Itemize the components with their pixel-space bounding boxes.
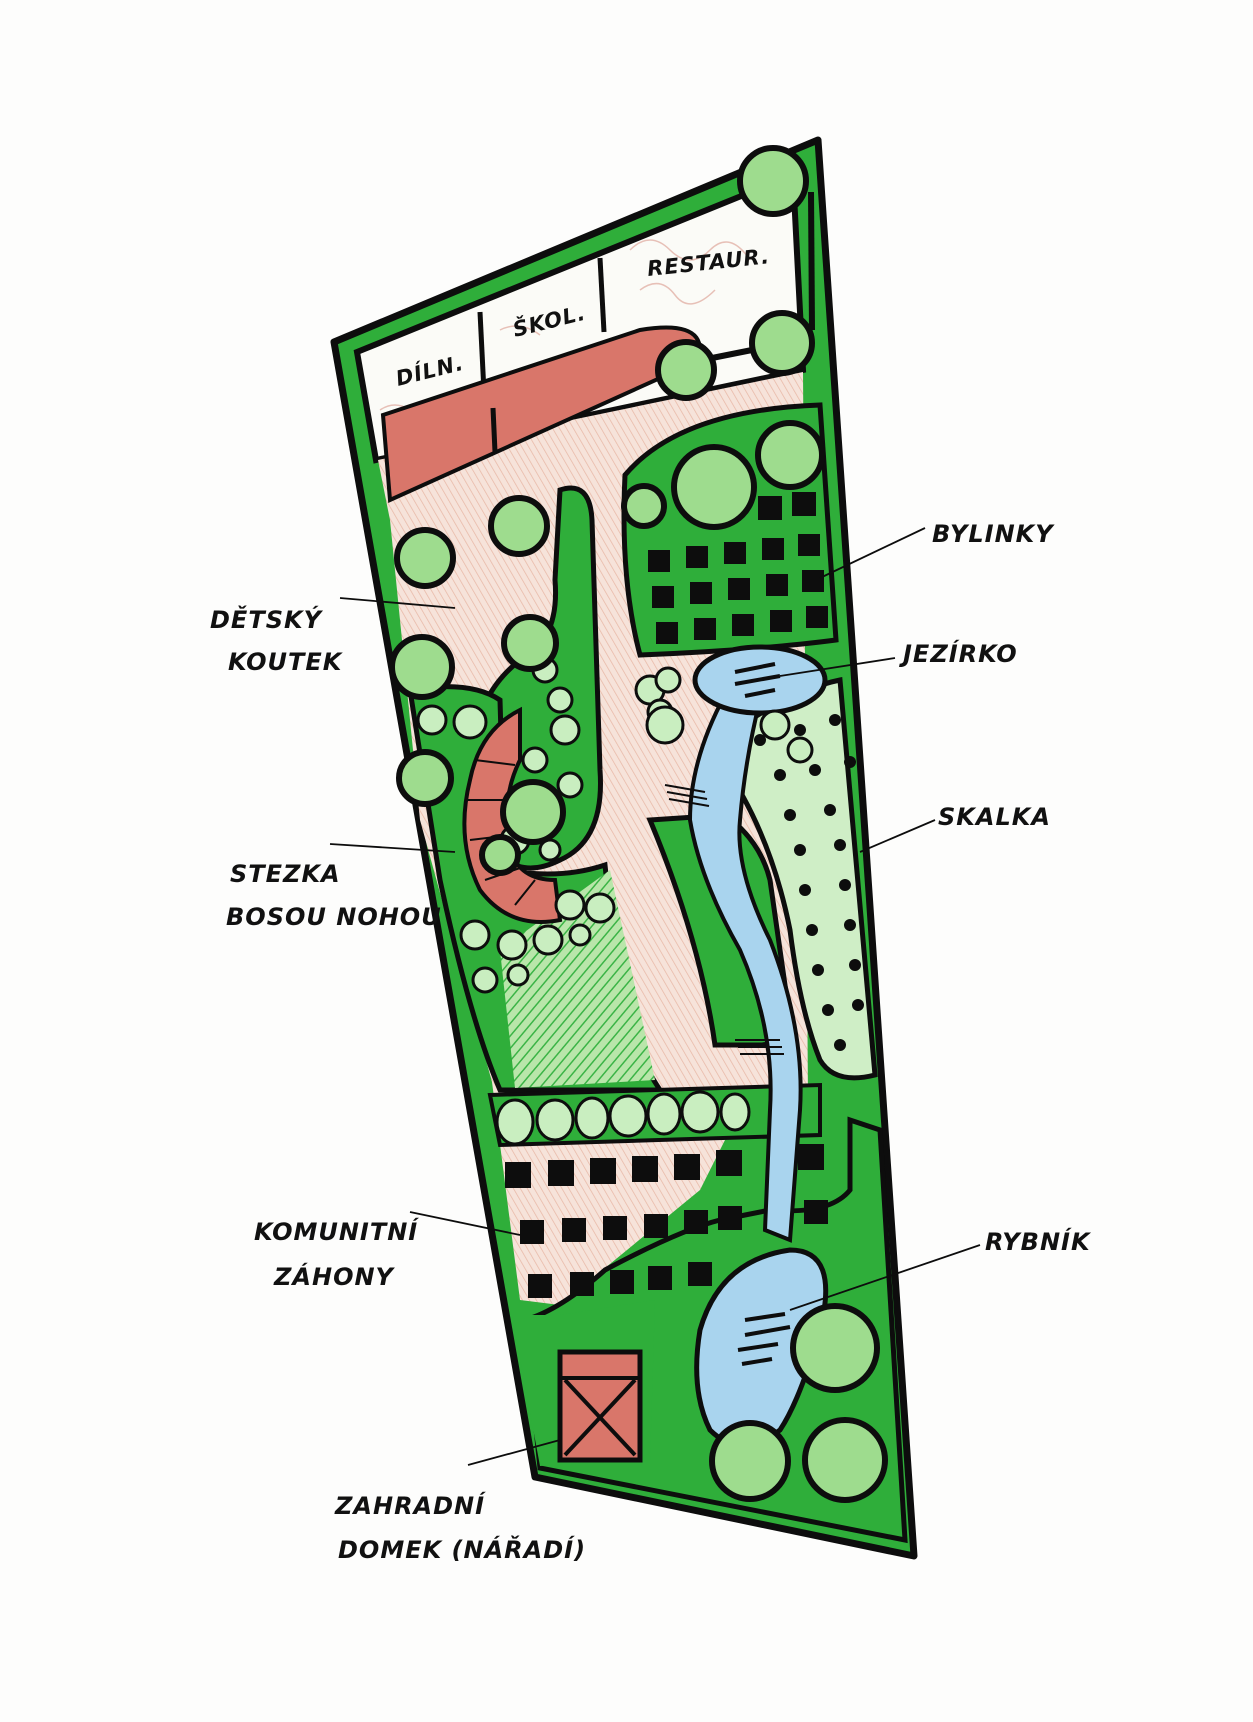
label-skalka: SKALKA [938, 803, 1051, 831]
buildings-scribble [379, 239, 751, 416]
bushes [416, 656, 814, 994]
garden-shed [557, 1349, 643, 1463]
label-rybnik: RYBNÍK [985, 1227, 1092, 1256]
leader-lines [329, 527, 981, 1466]
stream [687, 692, 803, 1243]
svg-text:SKALKA: SKALKA [938, 803, 1051, 831]
svg-text:ZÁHONY: ZÁHONY [273, 1262, 396, 1291]
label-zahradni-domek: ZAHRADNÍ DOMEK (NÁŘADÍ) [334, 1491, 586, 1564]
label-bylinky: BYLINKY [932, 520, 1055, 548]
svg-text:BYLINKY: BYLINKY [932, 520, 1055, 548]
hatched-lawn [500, 870, 655, 1088]
svg-text:ZAHRADNÍ: ZAHRADNÍ [334, 1491, 486, 1520]
footbridges [664, 784, 784, 1055]
svg-text:RYBNÍK: RYBNÍK [985, 1227, 1092, 1256]
community-beds [505, 1144, 828, 1298]
hedge-row [495, 1090, 751, 1146]
rockery-stones [754, 714, 864, 1051]
trees [389, 145, 888, 1503]
label-komunitni-zahony: KOMUNITNÍ ZÁHONY [254, 1217, 419, 1291]
svg-text:JEZÍRKO: JEZÍRKO [899, 639, 1018, 668]
small-pond [692, 644, 828, 716]
label-jezirko: JEZÍRKO [899, 639, 1018, 668]
big-pond [694, 1247, 829, 1448]
svg-text:DOMEK (NÁŘADÍ): DOMEK (NÁŘADÍ) [338, 1534, 586, 1564]
svg-text:DĚTSKÝ: DĚTSKÝ [210, 604, 324, 634]
herb-beds [648, 492, 828, 644]
label-stezka: STEZKA BOSOU NOHOU [226, 860, 442, 931]
svg-text:STEZKA: STEZKA [230, 860, 341, 888]
svg-text:BOSOU NOHOU: BOSOU NOHOU [226, 903, 442, 931]
label-detsky-koutek: DĚTSKÝ KOUTEK [210, 604, 344, 676]
svg-text:KOUTEK: KOUTEK [228, 648, 344, 676]
svg-text:KOMUNITNÍ: KOMUNITNÍ [254, 1217, 419, 1246]
